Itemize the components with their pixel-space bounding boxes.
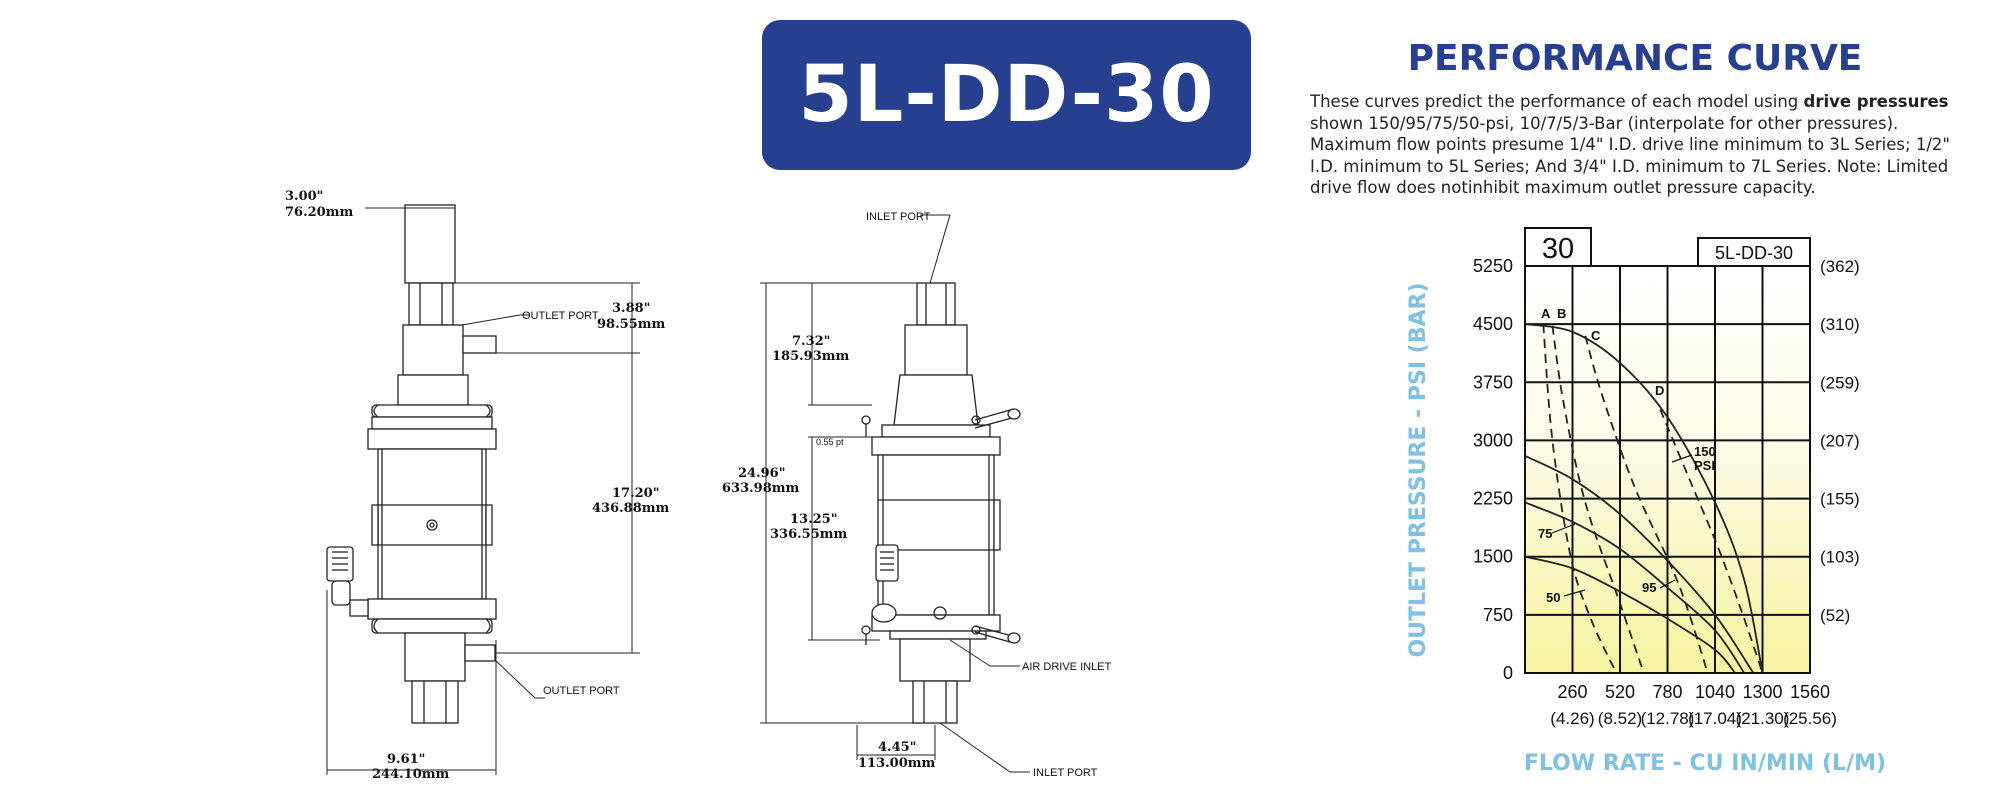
front-bottom-fitting — [411, 680, 459, 724]
x-tick-metric-label: (4.26) — [1550, 709, 1594, 728]
y-tick-metric-label: (103) — [1820, 548, 1860, 567]
label-outlet-port-bottom: OUTLET PORT — [543, 685, 620, 697]
dim-side-b-in: 13.25" — [790, 512, 837, 527]
chart-curves — [1525, 323, 1764, 673]
y-tick-label: 750 — [1483, 605, 1513, 625]
front-view-drawing: 3.00" 76.20mm OUTLET PORT 3.88" 98.55mm … — [285, 189, 670, 782]
dim-side-total-mm: 633.98mm — [722, 481, 800, 496]
curve-label-75: 75 — [1538, 526, 1552, 541]
curve-label-a: A — [1541, 306, 1551, 321]
dim-outlet-mm: 98.55mm — [597, 317, 665, 332]
y-axis-title: OUTLET PRESSURE - PSI (BAR) — [1406, 282, 1431, 657]
description-bold-text: drive pressures — [1803, 92, 1949, 111]
ratio-label: 30 — [1542, 233, 1574, 265]
chart-ticks: 0 750 1500 2250 3000 3750 4500 5250 (52) (103) (15… — [1473, 256, 1860, 728]
curve-95 — [1525, 455, 1755, 673]
label-inlet-port-bottom: INLET PORT — [1033, 767, 1098, 779]
x-tick-metric-label: (8.52) — [1598, 709, 1642, 728]
chart-model-label: 5L-DD-30 — [1715, 243, 1793, 263]
x-tick-label: 780 — [1652, 682, 1682, 702]
y-tick-label: 3000 — [1473, 430, 1513, 450]
dim-side-a-in: 7.32" — [792, 334, 830, 349]
x-tick-label: 1040 — [1695, 682, 1735, 702]
dim-side-b-mm: 336.55mm — [770, 527, 848, 542]
curve-50 — [1525, 555, 1736, 673]
curve-label-psi: PSI — [1694, 458, 1715, 473]
front-outlet-fitting — [462, 335, 497, 354]
label-outlet-port-top: OUTLET PORT — [522, 310, 599, 322]
side-view-drawing: INLET PORT 7.32" 185.93mm 0.55 pt 24.96"… — [722, 211, 1112, 779]
plot-frame — [1524, 265, 1811, 674]
y-tick-metric-label: (259) — [1820, 373, 1860, 392]
dim-height-in: 17.20" — [612, 486, 659, 501]
dim-side-total-in: 24.96" — [738, 466, 785, 481]
performance-title: PERFORMANCE CURVE — [1407, 38, 1863, 79]
dim-outlet-in: 3.88" — [612, 301, 650, 316]
side-inlet-fitting-bottom — [912, 680, 958, 724]
y-tick-label: 4500 — [1473, 314, 1513, 334]
curve-c — [1584, 335, 1709, 673]
ratio-box — [1524, 227, 1592, 267]
dim-top-width-in: 3.00" — [285, 189, 323, 204]
curve-75 — [1525, 501, 1745, 673]
dim-side-width-mm: 113.00mm — [858, 756, 936, 771]
front-cylinder — [377, 448, 487, 600]
y-tick-metric-label: (310) — [1820, 315, 1860, 334]
curve-label-d: D — [1655, 383, 1664, 398]
x-tick-metric-label: (21.30) — [1736, 709, 1790, 728]
dim-side-width-in: 4.45" — [878, 740, 916, 755]
description-text-end: shown 150/95/75/50-psi, 10/7/5/3-Bar (in… — [1310, 113, 1950, 198]
y-tick-label: 1500 — [1473, 547, 1513, 567]
curve-a — [1542, 324, 1618, 673]
curve-label-50: 50 — [1546, 590, 1560, 605]
x-tick-label: 1300 — [1742, 682, 1782, 702]
y-tick-label: 5250 — [1473, 256, 1513, 276]
x-tick-metric-label: (12.78) — [1641, 709, 1695, 728]
dim-side-a-mm: 185.93mm — [772, 349, 850, 364]
dim-height-mm: 436.88mm — [592, 501, 670, 516]
y-tick-metric-label: (52) — [1820, 606, 1850, 625]
curve-label-95: 95 — [1642, 580, 1656, 595]
label-inlet-port-top: INLET PORT — [866, 211, 931, 223]
side-muffler — [875, 544, 899, 582]
x-tick-label: 520 — [1605, 682, 1635, 702]
x-tick-metric-label: (17.04) — [1688, 709, 1742, 728]
label-air-drive-inlet: AIR DRIVE INLET — [1022, 661, 1112, 673]
front-lower-head — [404, 632, 466, 682]
x-tick-label: 260 — [1557, 682, 1587, 702]
curve-label-150: 150 — [1694, 444, 1716, 459]
curve-label-b: B — [1557, 306, 1566, 321]
x-tick-metric-label: (25.56) — [1783, 709, 1837, 728]
y-tick-metric-label: (155) — [1820, 490, 1860, 509]
side-inlet-fitting-top — [916, 282, 956, 326]
y-tick-metric-label: (207) — [1820, 431, 1860, 450]
y-tick-label: 2250 — [1473, 489, 1513, 509]
x-tick-label: 1560 — [1790, 682, 1830, 702]
model-title: 5L-DD-30 — [798, 50, 1215, 140]
dim-top-width-mm: 76.20mm — [285, 205, 353, 220]
model-box — [1697, 237, 1811, 267]
curve-150 — [1525, 323, 1764, 673]
curve-d — [1659, 409, 1764, 673]
performance-description: These curves predict the performance of … — [1310, 91, 1960, 199]
y-tick-metric-label: (362) — [1820, 257, 1860, 276]
dim-side-small: 0.55 pt — [816, 437, 844, 447]
curve-b — [1551, 325, 1645, 673]
chart-grid — [1525, 266, 1810, 673]
curve-label-c: C — [1591, 328, 1601, 343]
dim-width-in: 9.61" — [387, 752, 425, 767]
x-axis-title: FLOW RATE - CU IN/MIN (L/M) — [1524, 751, 1886, 776]
description-text-start: These curves predict the performance of … — [1310, 92, 1804, 111]
model-title-box: 5L-DD-30 — [762, 20, 1251, 170]
front-valve-body — [397, 374, 469, 406]
dim-width-mm: 244.10mm — [372, 767, 450, 782]
y-tick-label: 3750 — [1473, 372, 1513, 392]
y-tick-label: 0 — [1503, 663, 1513, 683]
